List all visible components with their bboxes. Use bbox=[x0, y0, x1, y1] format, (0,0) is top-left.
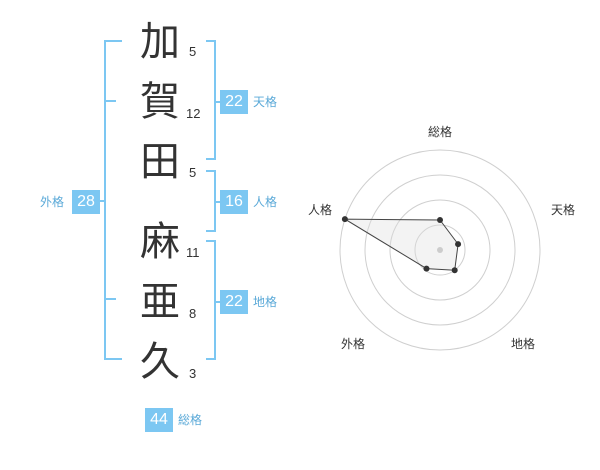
tenkaku-value-badge: 22 bbox=[220, 90, 248, 114]
radar-point bbox=[423, 265, 430, 272]
soukaku-value-badge: 44 bbox=[145, 408, 173, 432]
name-character: 麻 bbox=[140, 219, 180, 265]
soukaku-label: 総格 bbox=[178, 413, 203, 427]
radar-chart bbox=[339, 149, 541, 351]
bracket-connector bbox=[214, 301, 220, 303]
radar-point bbox=[455, 241, 462, 248]
stroke-count: 5 bbox=[189, 165, 197, 180]
radar-axis-label: 天格 bbox=[551, 203, 576, 217]
stroke-count: 8 bbox=[189, 306, 197, 321]
radar-axis-label: 総格 bbox=[428, 125, 453, 139]
radar-point bbox=[341, 216, 348, 223]
name-character: 久 bbox=[140, 339, 180, 385]
radar-center bbox=[437, 247, 443, 253]
bracket-tick bbox=[206, 40, 216, 42]
radar-ring bbox=[389, 199, 491, 301]
bracket-tick bbox=[104, 100, 116, 102]
bracket-tick bbox=[104, 298, 116, 300]
radar-axis-label: 地格 bbox=[511, 337, 536, 351]
chikaku-label: 地格 bbox=[253, 295, 278, 309]
name-character: 亜 bbox=[140, 279, 180, 325]
bracket-tick bbox=[104, 358, 122, 360]
tenkaku-bracket bbox=[214, 40, 216, 160]
stroke-count: 3 bbox=[189, 366, 197, 381]
chikaku-value-badge: 22 bbox=[220, 290, 248, 314]
radar-axis-label: 人格 bbox=[308, 203, 333, 217]
bracket-tick bbox=[104, 40, 122, 42]
gaikaku-value-badge: 28 bbox=[72, 190, 100, 214]
radar-point bbox=[437, 217, 443, 223]
name-character: 賀 bbox=[140, 79, 180, 125]
radar-ring bbox=[339, 149, 541, 351]
radar-axis-label: 外格 bbox=[341, 337, 366, 351]
radar-ring bbox=[364, 174, 516, 326]
bracket-connector bbox=[214, 101, 220, 103]
stroke-count: 5 bbox=[189, 44, 197, 59]
stroke-count: 11 bbox=[186, 245, 200, 260]
bracket-tick bbox=[206, 170, 216, 172]
stroke-count: 12 bbox=[186, 106, 201, 121]
bracket-tick bbox=[206, 230, 216, 232]
jinkaku-value-badge: 16 bbox=[220, 190, 248, 214]
tenkaku-label: 天格 bbox=[253, 95, 278, 109]
jinkaku-label: 人格 bbox=[253, 195, 278, 209]
bracket-connector bbox=[214, 201, 220, 203]
bracket-tick bbox=[206, 240, 216, 242]
radar-ring bbox=[414, 224, 466, 276]
radar-polygon bbox=[343, 218, 459, 271]
chikaku-bracket bbox=[214, 240, 216, 360]
name-character: 加 bbox=[140, 19, 180, 65]
gaikaku-bracket bbox=[104, 40, 106, 360]
radar-point bbox=[451, 267, 458, 274]
gaikaku-label: 外格 bbox=[40, 195, 65, 209]
bracket-tick bbox=[206, 358, 216, 360]
bracket-tick bbox=[206, 158, 216, 160]
name-character: 田 bbox=[140, 139, 180, 185]
